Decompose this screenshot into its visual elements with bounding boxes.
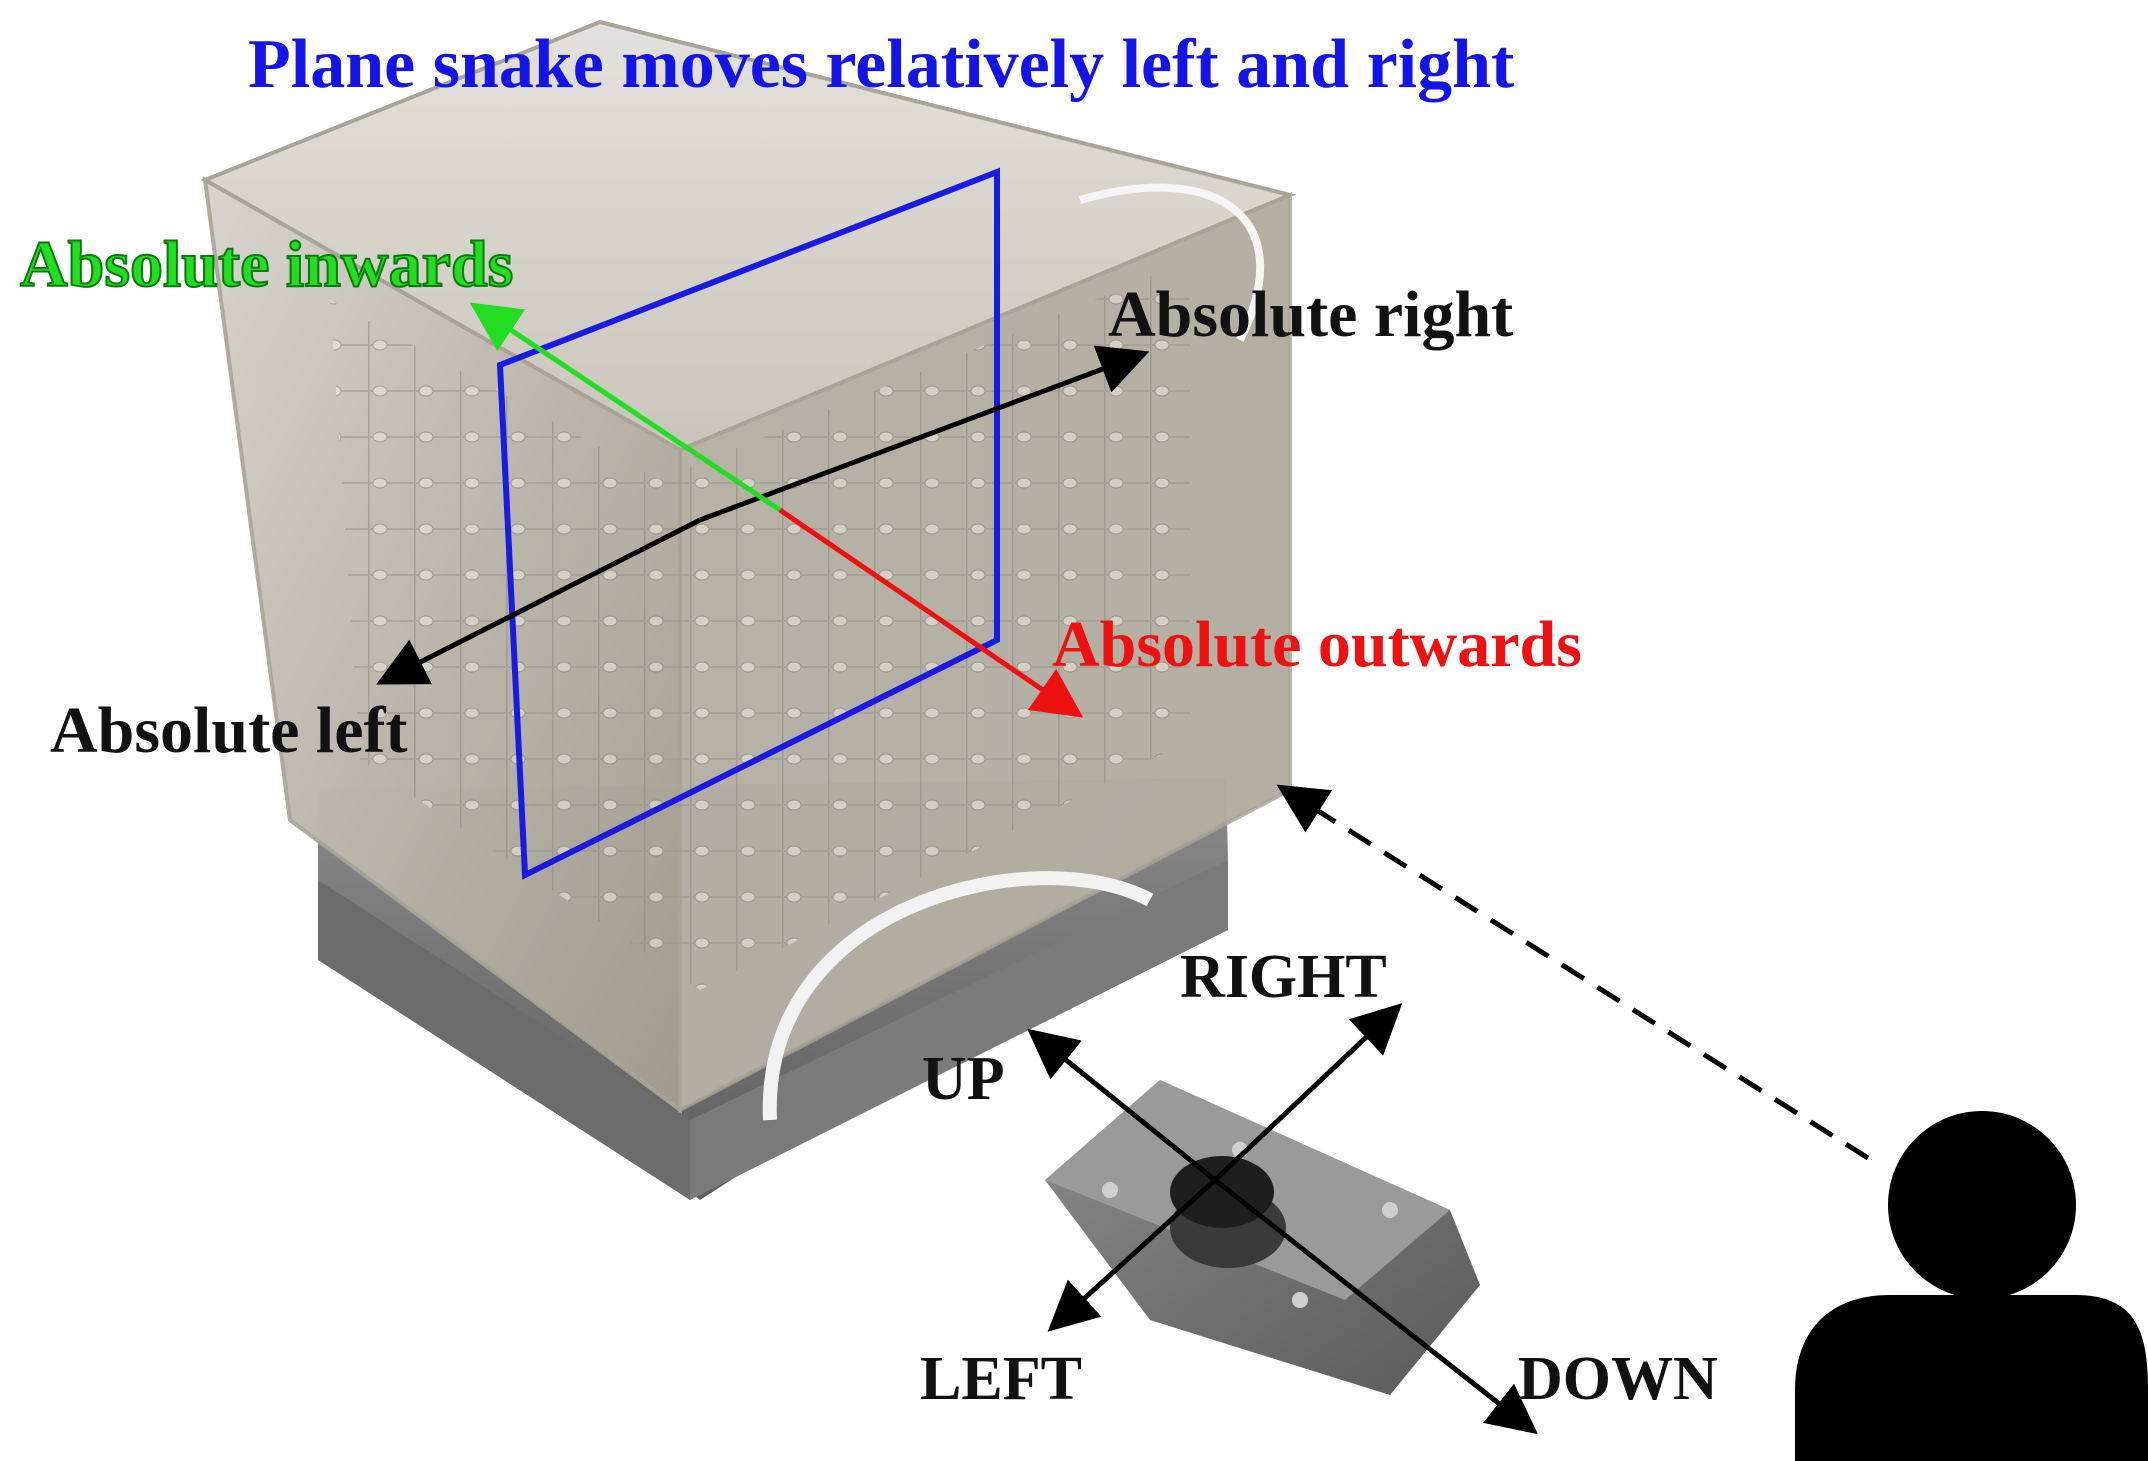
joystick-down-arrow (1213, 1178, 1538, 1435)
absolute-inwards-label: Absolute inwards (19, 228, 514, 301)
page-title: Plane snake moves relatively left and ri… (248, 26, 1515, 103)
absolute-left-arrow (376, 517, 702, 685)
absolute-right-arrow (699, 345, 1150, 523)
user-icon (1795, 1111, 2148, 1461)
joystick-left-arrow (1047, 1178, 1217, 1332)
viewing-direction-arrow (1276, 784, 1870, 1161)
joystick-right-arrow (1213, 1003, 1403, 1182)
absolute-right-label: Absolute right (1108, 278, 1514, 351)
absolute-inwards-arrow (469, 302, 782, 513)
snake-plane-outline (496, 167, 1000, 880)
led-cube-photo (200, 19, 1297, 1200)
joystick-up-arrow (1027, 1028, 1217, 1182)
joystick-right-label: RIGHT (1180, 943, 1387, 1011)
absolute-outwards-arrow (778, 507, 1084, 718)
joystick-left-label: LEFT (920, 1345, 1082, 1413)
absolute-outwards-label: Absolute outwards (1052, 608, 1582, 681)
joystick-down-label: DOWN (1518, 1345, 1718, 1413)
joystick-up-label: UP (922, 1045, 1005, 1113)
absolute-left-label: Absolute left (50, 694, 408, 767)
joystick-photo (1045, 1080, 1480, 1395)
